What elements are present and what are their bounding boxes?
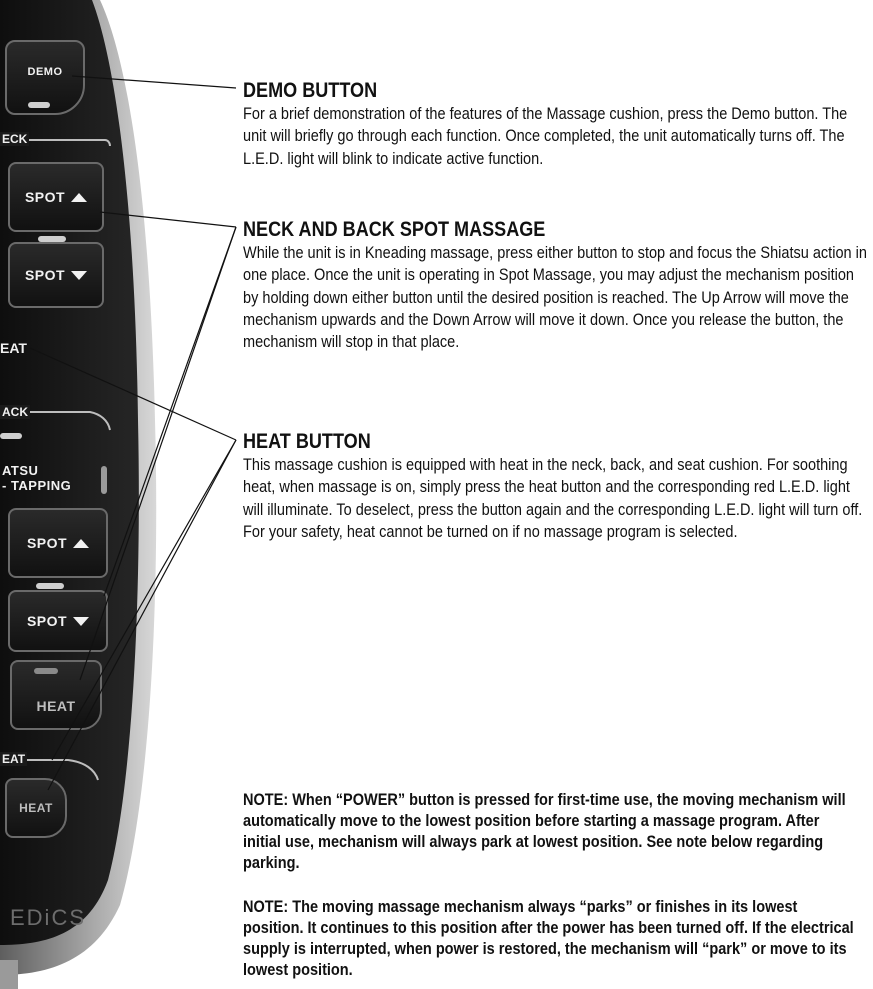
heat-body: This massage cushion is equipped with he… bbox=[243, 456, 863, 541]
brand-text: EDiCS bbox=[10, 905, 87, 930]
back-shiatsu-led bbox=[0, 433, 22, 439]
spot-heading: NECK AND BACK SPOT MASSAGE bbox=[243, 218, 546, 241]
shiatsu-label: ATSU bbox=[2, 463, 39, 478]
back-heat-led bbox=[34, 668, 58, 674]
arrow-up-icon bbox=[71, 192, 88, 202]
back-heat-label: HEAT bbox=[36, 698, 76, 714]
neck-heat-button[interactable]: EAT bbox=[0, 340, 27, 356]
arrow-down-icon bbox=[71, 270, 88, 280]
shiatsu-tapping-button[interactable]: ATSU - TAPPING bbox=[0, 448, 110, 508]
group-label-neck-text: ECK bbox=[2, 132, 28, 146]
back-spot-up-label: SPOT bbox=[26, 535, 68, 551]
note-parking: NOTE: The moving massage mechanism alway… bbox=[243, 898, 854, 979]
demo-heading: DEMO BUTTON bbox=[243, 79, 378, 102]
heat-section: HEAT BUTTON This massage cushion is equi… bbox=[243, 430, 871, 543]
neck-spot-down-button[interactable]: SPOT bbox=[8, 242, 104, 308]
neck-spot-up-button[interactable]: SPOT bbox=[8, 162, 104, 232]
arrow-down-icon bbox=[73, 616, 90, 626]
back-spot-down-button[interactable]: SPOT bbox=[8, 590, 108, 652]
remote-control-illustration: EDiCS DEMO ECK SPOT SPOT EAT ACK ATSU - … bbox=[0, 0, 210, 989]
demo-led bbox=[28, 102, 50, 108]
group-label-neck: ECK bbox=[0, 132, 30, 146]
tapping-led bbox=[101, 466, 107, 494]
group-label-seat-heat: EAT bbox=[0, 752, 28, 766]
group-label-back-text: ACK bbox=[2, 405, 28, 419]
back-spot-led bbox=[36, 583, 64, 589]
spot-section: NECK AND BACK SPOT MASSAGE While the uni… bbox=[243, 218, 871, 353]
neck-spot-down-label: SPOT bbox=[24, 267, 66, 283]
note-first-use: NOTE: When “POWER” button is pressed for… bbox=[243, 791, 846, 872]
tapping-label: - TAPPING bbox=[2, 478, 72, 493]
back-spot-down-label: SPOT bbox=[26, 613, 68, 629]
demo-button-label: DEMO bbox=[27, 66, 63, 78]
group-label-seat-heat-text: EAT bbox=[2, 752, 26, 766]
brand-logo: EDiCS bbox=[10, 905, 86, 931]
arrow-up-icon bbox=[73, 538, 90, 548]
demo-section: DEMO BUTTON For a brief demonstration of… bbox=[243, 79, 871, 170]
group-label-back: ACK bbox=[0, 405, 30, 419]
spot-body: While the unit is in Kneading massage, p… bbox=[243, 244, 867, 352]
neck-spot-up-label: SPOT bbox=[24, 189, 66, 205]
neck-spot-led bbox=[38, 236, 66, 242]
seat-heat-label: HEAT bbox=[19, 801, 53, 815]
seat-heat-button[interactable]: HEAT bbox=[5, 778, 67, 838]
demo-body: For a brief demonstration of the feature… bbox=[243, 105, 848, 168]
back-spot-up-button[interactable]: SPOT bbox=[8, 508, 108, 578]
heat-heading: HEAT BUTTON bbox=[243, 430, 371, 453]
neck-heat-label: EAT bbox=[0, 340, 27, 356]
